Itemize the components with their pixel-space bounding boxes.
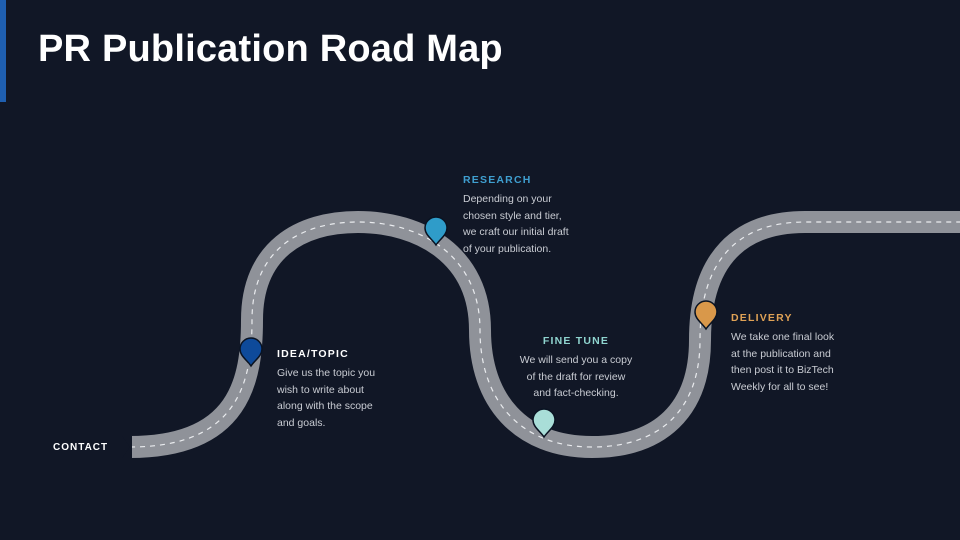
map-pin-icon bbox=[532, 408, 556, 439]
page-title: PR Publication Road Map bbox=[38, 28, 503, 70]
pin-fine-tune bbox=[532, 408, 556, 439]
step-title: DELIVERY bbox=[731, 312, 793, 324]
step-delivery: DELIVERY We take one final look at the p… bbox=[731, 312, 891, 395]
step-description: Give us the topic you wish to write abou… bbox=[277, 367, 376, 429]
pin-delivery bbox=[694, 300, 718, 331]
step-title: FINE TUNE bbox=[542, 335, 610, 347]
accent-bar bbox=[0, 0, 6, 102]
step-title: RESEARCH bbox=[463, 174, 532, 186]
step-title: IDEA/TOPIC bbox=[277, 348, 349, 360]
map-pin-icon bbox=[424, 216, 448, 247]
road-dashes bbox=[129, 221, 960, 448]
map-pin-icon bbox=[694, 300, 718, 331]
pin-research bbox=[424, 216, 448, 247]
step-description: We take one final look at the publicatio… bbox=[731, 331, 835, 393]
road-start-notch bbox=[122, 436, 132, 458]
step-description: We will send you a copy of the draft for… bbox=[519, 354, 633, 399]
contact-label: CONTACT bbox=[53, 442, 109, 453]
step-research: RESEARCH Depending on your chosen style … bbox=[463, 174, 623, 257]
road bbox=[122, 210, 960, 459]
map-pin-icon bbox=[239, 337, 263, 368]
step-idea-topic: IDEA/TOPIC Give us the topic you wish to… bbox=[277, 348, 417, 431]
step-fine-tune: FINE TUNE We will send you a copy of the… bbox=[506, 335, 646, 402]
pin-idea-topic bbox=[239, 337, 263, 368]
step-description: Depending on your chosen style and tier,… bbox=[463, 193, 569, 255]
